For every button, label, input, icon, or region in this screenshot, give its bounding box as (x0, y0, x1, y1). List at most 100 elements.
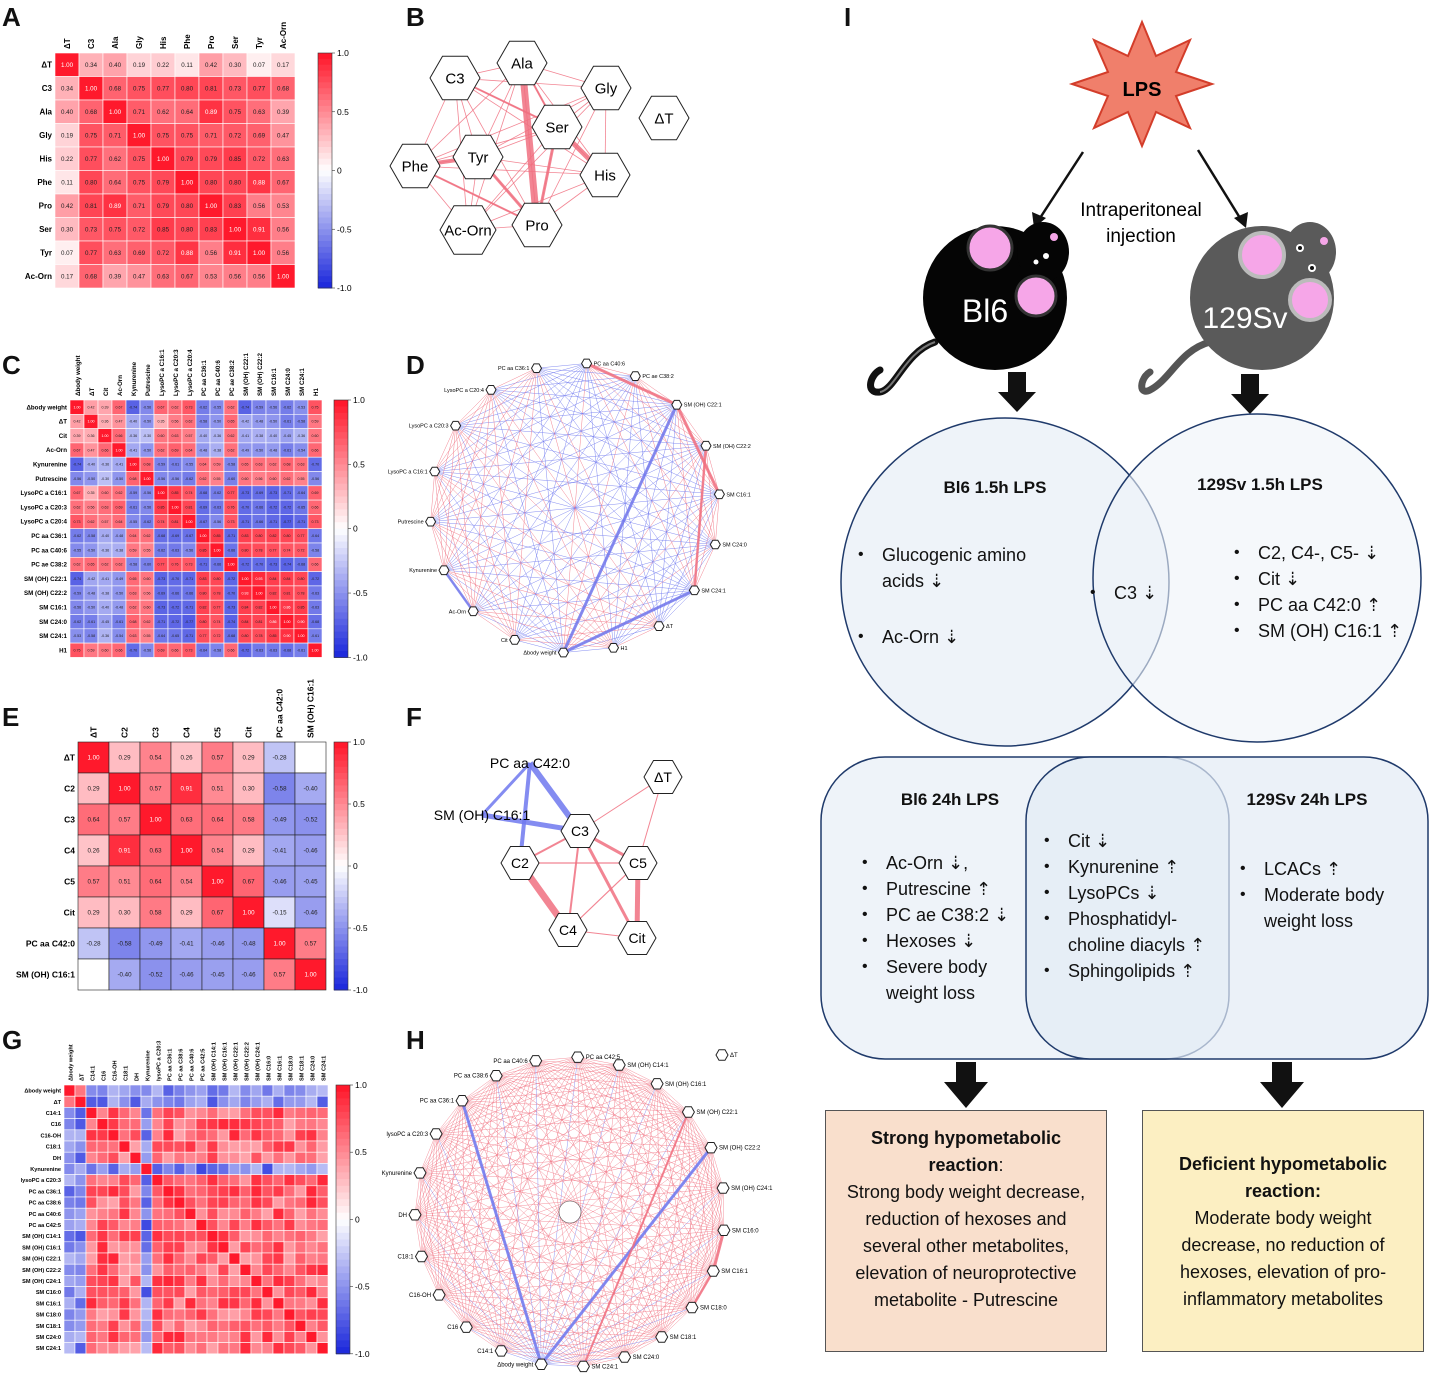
network-edge (710, 1147, 724, 1189)
network-edge (419, 1172, 625, 1358)
heatmap-cell-value: -0.67 (199, 520, 207, 524)
network-node (485, 385, 497, 395)
network-edge (541, 1270, 714, 1365)
row-label: PC aa C38:6 (29, 1201, 61, 1207)
network-edge (466, 1326, 662, 1338)
heatmap-cell-value: -0.74 (227, 620, 235, 624)
heatmap-cell-value: 0.68 (109, 85, 122, 92)
colorbar-segment (336, 1199, 350, 1207)
heatmap-cell-value: -0.71 (269, 520, 277, 524)
heatmap-cell-value: 1.00 (180, 848, 193, 855)
heatmap-cell (294, 834, 327, 867)
colorbar-tick-label: 0 (355, 1214, 360, 1224)
row-label: SM (OH) C22:2 (24, 590, 68, 597)
heatmap-cell-value: 0.57 (273, 972, 286, 979)
heatmap-cell-value: 0.90 (284, 634, 291, 638)
network-edge (514, 625, 660, 641)
network-edge (443, 389, 492, 571)
network-edge (434, 471, 564, 653)
heatmap-cell-value: -0.41 (101, 577, 109, 581)
colorbar-segment (318, 270, 332, 277)
row-label: SM C24:0 (39, 619, 67, 626)
heatmap-cell-value: 0.67 (158, 405, 165, 409)
heatmap-cell-value: 0.60 (144, 606, 151, 610)
colorbar-segment (336, 1145, 350, 1153)
network-edge (619, 1064, 662, 1338)
heatmap-cell-value: 0.85 (214, 534, 221, 538)
col-label: LysoPC a C16:1 (159, 349, 166, 396)
network-node (560, 814, 600, 848)
heatmap-cell-value: 0.80 (181, 203, 194, 210)
network-edge (434, 471, 515, 640)
heatmap-cell-value: 0.22 (61, 156, 74, 163)
colorbar-segment (334, 650, 348, 658)
network-edge (455, 389, 492, 426)
network-node-label: Δbody weight (497, 1362, 533, 1368)
heatmap-cell-value: -0.58 (297, 420, 305, 424)
heatmap-cell-value: 0.63 (298, 463, 305, 467)
network-edge (414, 87, 607, 167)
heatmap-cell-value: -0.68 (157, 534, 165, 538)
network-edge (535, 1060, 712, 1148)
colorbar-segment (334, 872, 348, 879)
heatmap-cell-value: -0.59 (157, 463, 165, 467)
colorbar-segment (336, 1300, 350, 1308)
heatmap-cell-value: 0.74 (158, 520, 165, 524)
row-label: Pro (39, 202, 52, 211)
network-edge (430, 521, 716, 545)
row-label: ΔT (54, 1100, 62, 1106)
heatmap-cell-value: 0.17 (277, 62, 290, 69)
colorbar-segment (336, 1273, 350, 1281)
colorbar-segment (336, 1105, 350, 1113)
network-edge (563, 647, 614, 653)
heatmap-cell-value: -0.72 (283, 506, 291, 510)
row-label: Gly (39, 131, 52, 140)
network-edge (577, 1057, 724, 1189)
outcome-deficient-body: Moderate body weight decrease, no reduct… (1179, 1208, 1387, 1309)
heatmap-cell-value: 0.85 (298, 606, 305, 610)
network-node-label: PC aa C40:6 (594, 361, 626, 367)
heatmap-cell-value: -0.56 (143, 649, 151, 653)
heatmap-cell-value: -0.56 (143, 506, 151, 510)
colorbar-segment (334, 625, 348, 633)
heatmap-cell-value: 0.67 (181, 273, 194, 280)
network-edge (434, 389, 492, 472)
heatmap-cell (77, 741, 110, 774)
network-node (413, 1167, 427, 1179)
colorbar-segment (334, 573, 348, 581)
heatmap-cell-value: 0.34 (85, 62, 98, 69)
colorbar-tick-label: -1.0 (337, 283, 352, 293)
heatmap-cell-value: 0.62 (130, 606, 137, 610)
network-edge (466, 1060, 536, 1328)
heatmap-cell-value: 1.00 (85, 85, 98, 92)
network-edge (536, 368, 716, 545)
network-node-label: H1 (621, 646, 628, 652)
colorbar-segment (334, 779, 348, 786)
heatmap-cell-value: 0.35 (88, 491, 95, 495)
heatmap-cell-value: 0.89 (109, 203, 122, 210)
network-edge (496, 1064, 620, 1076)
col-label: Cit (103, 388, 110, 396)
heatmap-cell-value: -0.62 (157, 548, 165, 552)
network-edge (694, 544, 716, 591)
heatmap-cell-value: 1.00 (277, 273, 290, 280)
colorbar-segment (334, 977, 348, 985)
heatmap-cell-value: -0.28 (272, 755, 287, 762)
network-edge (455, 425, 706, 447)
network-node (685, 1301, 699, 1314)
heatmap-cell-value: 0.65 (228, 420, 235, 424)
colorbar-segment (334, 586, 348, 594)
network-edge (443, 569, 660, 627)
network-node-label: SM (OH) C16:1 (665, 1082, 707, 1088)
heatmap-cell-value: -0.50 (269, 420, 277, 424)
network-edge (438, 1294, 625, 1358)
heatmap-cell-value: 0.79 (181, 156, 194, 163)
colorbar-segment (334, 554, 348, 562)
heatmap-cell-value: 0.64 (211, 817, 224, 824)
network-edge (435, 1133, 584, 1367)
col-label: SM C24:0 (285, 368, 292, 396)
network-h-svg: PC aa C42:5SM (OH) C14:1SM (OH) C16:1SM … (382, 1049, 773, 1373)
heatmap-cell-value: -0.38 (213, 448, 221, 452)
row-label: His (40, 155, 53, 164)
col-label: Gly (135, 36, 144, 49)
